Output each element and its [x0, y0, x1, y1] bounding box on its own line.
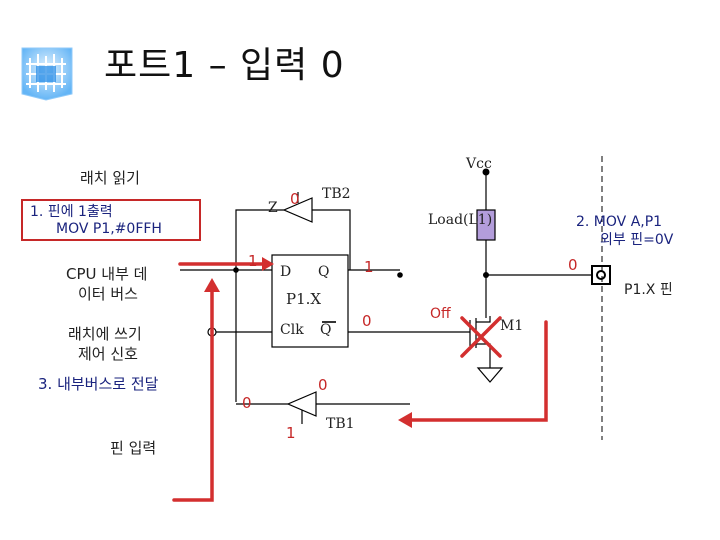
latch-write-line1: 래치에 쓰기 [68, 325, 142, 343]
clk-label: Clk [280, 322, 304, 338]
pin-input-label: 핀 입력 [110, 439, 157, 457]
d-label: D [280, 264, 292, 280]
tb1-enable-value: 1 [286, 424, 296, 442]
off-cross-icon [460, 316, 502, 358]
ground-triangle-icon [476, 367, 504, 383]
qbar-label: Q [320, 322, 332, 338]
pin-square-icon [591, 265, 611, 285]
load-label: Load(L1) [428, 212, 493, 228]
step2-line2: 외부 핀=0V [600, 232, 674, 248]
pin-level-value: 0 [568, 256, 578, 274]
step1-line2: MOV P1,#0FFH [56, 221, 162, 237]
m1-label: M1 [500, 318, 524, 334]
tb2-out-value: 0 [290, 190, 300, 208]
step2-line1: 2. MOV A,P1 [576, 214, 663, 230]
z-label: Z [268, 200, 278, 216]
flow-arrow-bus [172, 282, 214, 502]
qbar-out-value: 0 [362, 312, 372, 330]
page-title: 포트1 – 입력 0 [104, 45, 345, 86]
q-out-value: 1 [364, 258, 374, 276]
tb2-label: TB2 [322, 186, 351, 202]
tb2-input-wire [312, 209, 351, 270]
tb1-out-value: 0 [242, 394, 252, 412]
tb1-in-value: 0 [318, 376, 328, 394]
tb1-label: TB1 [326, 416, 355, 432]
q-label: Q [318, 264, 330, 280]
read-latch-label: 래치 읽기 [80, 169, 140, 187]
cpu-bus-line2: 이터 버스 [78, 285, 138, 303]
d-in-value: 1 [248, 252, 258, 270]
p1x-label: P1.X [286, 290, 322, 308]
step1-line1: 1. 핀에 1출력 [30, 204, 113, 220]
cpu-bus-line1: CPU 내부 데 [66, 265, 148, 283]
latch-write-line2: 제어 신호 [78, 345, 138, 363]
flow-arrow-tb1 [410, 320, 548, 422]
pin-name-label: P1.X 핀 [624, 282, 673, 298]
tb2-wire [235, 209, 284, 260]
off-label: Off [430, 306, 451, 322]
step3-label: 3. 내부버스로 전달 [38, 375, 159, 393]
flip-flop [271, 254, 349, 348]
circuit-chip-logo [21, 47, 73, 101]
highlight-box [21, 199, 201, 241]
vcc-label: Vcc [466, 156, 492, 172]
